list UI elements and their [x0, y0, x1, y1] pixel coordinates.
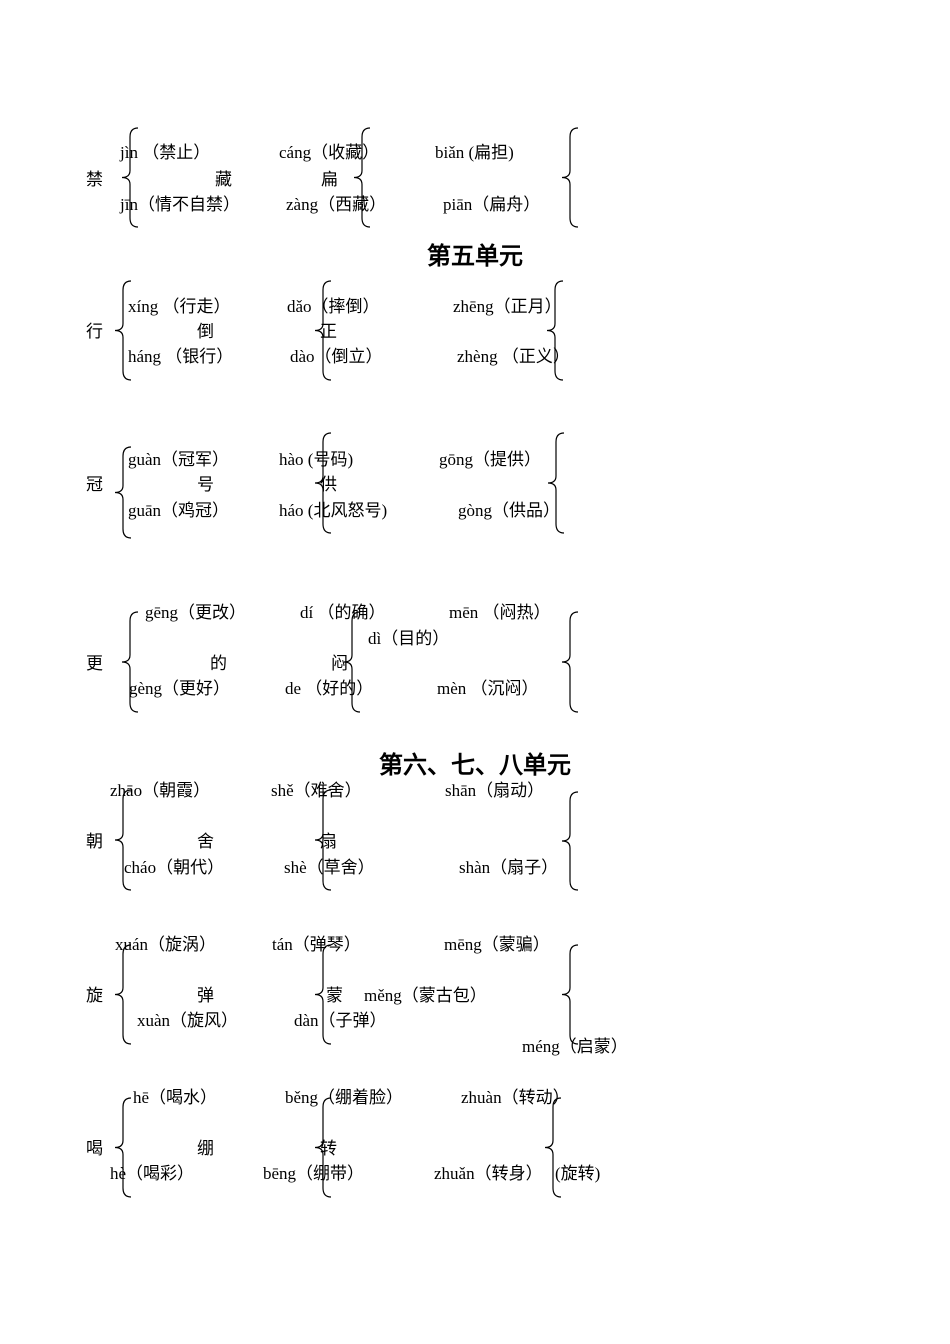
reading: cháo（朝代）: [124, 858, 225, 877]
reading: cáng（收藏）: [279, 143, 380, 162]
heading-unit-5: 第五单元: [427, 243, 523, 270]
reading: (旋转): [555, 1164, 601, 1183]
reading: zhèng （正义）: [457, 347, 570, 366]
reading: shě（难舍）: [271, 781, 362, 800]
heading-unit-6-7-8: 第六、七、八单元: [379, 752, 571, 779]
head-char: 行: [86, 322, 103, 341]
reading: zhuǎn（转身）: [434, 1164, 543, 1183]
head-char: 扁: [321, 170, 338, 189]
curly-brace: [114, 789, 132, 891]
reading: gèng（更好）: [129, 679, 231, 698]
head-char: 冠: [86, 475, 103, 494]
reading: zàng（西藏）: [286, 195, 387, 214]
curly-brace: [561, 944, 579, 1045]
reading: gōng（提供）: [439, 450, 541, 469]
head-char: 喝: [86, 1139, 103, 1158]
curly-brace: [314, 789, 332, 891]
reading: shè（草舍）: [284, 858, 375, 877]
reading: hào (号码): [279, 450, 354, 469]
reading: zhuàn（转动）: [461, 1088, 570, 1107]
reading: zhēng（正月）: [453, 297, 562, 316]
reading: shān（扇动）: [445, 781, 545, 800]
reading: guàn（冠军）: [128, 450, 230, 469]
reading: dǎo（摔倒）: [287, 297, 380, 316]
reading: bēng（绷带）: [263, 1164, 365, 1183]
reading: zhāo（朝霞）: [110, 781, 211, 800]
head-char: 旋: [86, 986, 103, 1005]
curly-brace: [547, 432, 565, 534]
curly-brace: [343, 611, 361, 713]
reading: mèn （沉闷）: [437, 679, 539, 698]
reading: dàn（子弹）: [294, 1011, 387, 1030]
reading: dào（倒立）: [290, 347, 383, 366]
head-char: 转: [320, 1139, 337, 1158]
reading: guān（鸡冠）: [128, 501, 230, 520]
curly-brace: [314, 944, 332, 1045]
reading: dí （的确）: [300, 603, 386, 622]
curly-brace: [314, 432, 332, 534]
head-char: 供: [320, 475, 337, 494]
reading: gēng（更改）: [145, 603, 247, 622]
head-char: 更: [86, 654, 103, 673]
curly-brace: [114, 944, 132, 1045]
reading: hè（喝彩）: [110, 1164, 195, 1183]
head-char: 绷: [197, 1139, 214, 1158]
curly-brace: [114, 446, 132, 539]
reading: hē（喝水）: [133, 1088, 218, 1107]
head-char: 舍: [197, 832, 214, 851]
curly-brace: [544, 1097, 562, 1198]
head-char: 倒: [197, 322, 214, 341]
reading: háo (北风怒号): [279, 501, 388, 520]
reading: de （好的）: [285, 679, 374, 698]
reading: xuàn（旋风）: [137, 1011, 239, 1030]
head-char: 扇: [320, 832, 337, 851]
curly-brace: [561, 791, 579, 891]
curly-brace: [561, 611, 579, 713]
reading: piān（扁舟）: [443, 195, 541, 214]
curly-brace: [114, 280, 132, 381]
head-char: 闷: [331, 654, 348, 673]
curly-brace: [314, 280, 332, 381]
reading: háng （银行）: [128, 347, 234, 366]
head-char: 弹: [197, 986, 214, 1005]
curly-brace: [546, 280, 564, 381]
reading: xíng （行走）: [128, 297, 231, 316]
reading: jìn （禁止）: [120, 143, 211, 162]
reading: biǎn (扁担): [435, 143, 514, 162]
reading: dì（目的）: [368, 629, 450, 648]
curly-brace: [353, 127, 371, 228]
head-char: 的: [210, 654, 227, 673]
curly-brace: [314, 1097, 332, 1198]
curly-brace: [114, 1097, 132, 1198]
reading: méng（启蒙）: [522, 1037, 628, 1056]
curly-brace: [561, 127, 579, 228]
reading: tán（弹琴）: [272, 935, 361, 954]
head-char: 号: [197, 475, 214, 494]
reading: běng（绷着脸）: [285, 1088, 404, 1107]
head-char: 朝: [86, 832, 103, 851]
reading: jīn（情不自禁）: [120, 195, 240, 214]
head-char: 藏: [215, 170, 232, 189]
reading: shàn（扇子）: [459, 858, 559, 877]
head-char: 禁: [86, 170, 103, 189]
head-char: 蒙: [326, 986, 343, 1005]
reading: měng（蒙古包）: [364, 986, 487, 1005]
reading: mēn （闷热）: [449, 603, 551, 622]
reading: gòng（供品）: [458, 501, 560, 520]
curly-brace: [121, 127, 139, 228]
curly-brace: [121, 611, 139, 713]
reading: xuán（旋涡）: [115, 935, 217, 954]
reading: mēng（蒙骗）: [444, 935, 550, 954]
head-char: 正: [320, 322, 337, 341]
